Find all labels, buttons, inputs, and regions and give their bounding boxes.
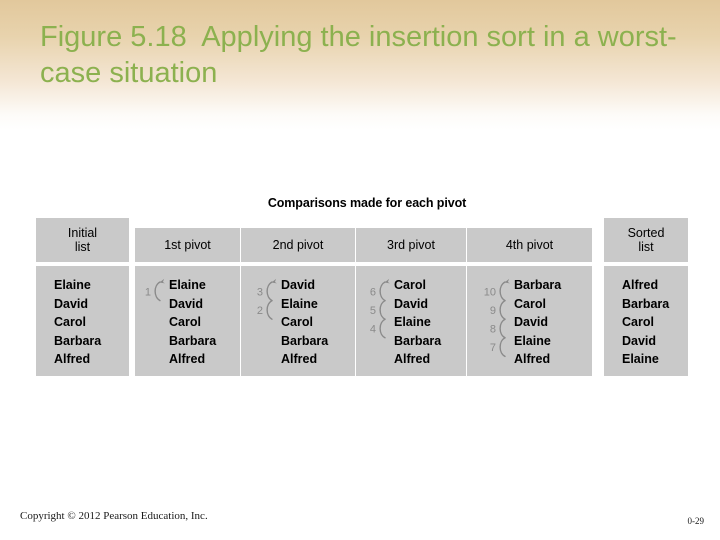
column-header-initial-list: Initial list — [36, 218, 129, 262]
name-list-pivot-2: David Elaine Carol Barbara Alfred — [281, 278, 329, 367]
name-list-sorted-list: Alfred Barbara Carol David Elaine — [622, 278, 670, 367]
column-header-pivot-4: 4th pivot — [467, 228, 592, 262]
column-body-pivot-1: Elaine David Carol Barbara Alfred 1 — [135, 266, 240, 376]
column-body-sorted-list: Alfred Barbara Carol David Elaine — [604, 266, 688, 376]
name-list-pivot-3: Carol David Elaine Barbara Alfred — [394, 278, 442, 367]
column-body-pivot-3: Carol David Elaine Barbara Alfred 6 5 4 — [356, 266, 466, 376]
comparison-brackets-pivot-4: 10 9 8 7 — [484, 278, 510, 358]
copyright-notice: Copyright © 2012 Pearson Education, Inc. — [20, 510, 208, 522]
column-header-pivot-3: 3rd pivot — [356, 228, 466, 262]
page-number: 0-29 — [687, 516, 705, 526]
svg-text:5: 5 — [370, 305, 376, 317]
svg-text:10: 10 — [484, 286, 496, 298]
svg-text:4: 4 — [370, 324, 376, 336]
column-body-initial-list: Elaine David Carol Barbara Alfred — [36, 266, 129, 376]
svg-text:2: 2 — [257, 305, 263, 317]
svg-text:9: 9 — [490, 305, 496, 317]
page-title: Figure 5.18 Applying the insertion sort … — [40, 21, 677, 89]
column-header-sorted-list: Sorted list — [604, 218, 688, 262]
name-list-pivot-1: Elaine David Carol Barbara Alfred — [169, 278, 217, 367]
column-body-pivot-4: Barbara Carol David Elaine Alfred 10 9 8 7 — [467, 266, 592, 376]
svg-text:8: 8 — [490, 324, 496, 336]
comparison-brackets-pivot-1: 1 — [145, 278, 165, 302]
comparison-brackets-pivot-3: 6 5 4 — [370, 278, 390, 339]
name-list-initial-list: Elaine David Carol Barbara Alfred — [54, 278, 102, 367]
column-header-pivot-2: 2nd pivot — [241, 228, 355, 262]
column-header-pivot-1: 1st pivot — [135, 228, 240, 262]
figure-caption: Comparisons made for each pivot — [267, 196, 467, 210]
svg-text:7: 7 — [490, 342, 496, 354]
svg-text:1: 1 — [145, 286, 151, 298]
figure-insertion-sort: Comparisons made for each pivot Initial … — [36, 196, 688, 380]
comparison-brackets-pivot-2: 32 — [257, 278, 277, 320]
name-list-pivot-4: Barbara Carol David Elaine Alfred — [514, 278, 562, 367]
svg-text:3: 3 — [257, 286, 263, 298]
svg-text:6: 6 — [370, 286, 376, 298]
title-background-gradient — [0, 0, 720, 130]
